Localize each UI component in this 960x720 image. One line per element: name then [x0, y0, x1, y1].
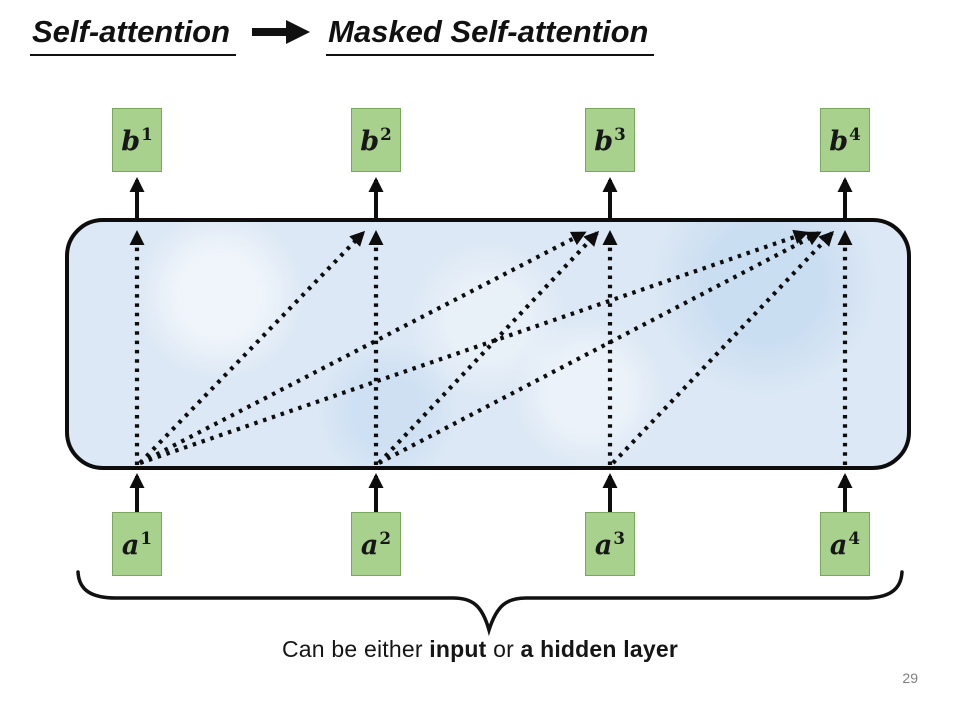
title-self-attention: Self-attention — [30, 14, 237, 56]
node-label-base: b — [360, 125, 380, 157]
node-label-sup: 2 — [379, 527, 392, 548]
output-node-b3: b3 — [585, 108, 635, 172]
node-label-sup: 4 — [848, 527, 861, 548]
page-number: 29 — [902, 670, 918, 686]
node-label: b1 — [121, 123, 153, 157]
node-label-base: a — [121, 529, 140, 561]
node-label-base: a — [829, 529, 848, 561]
node-label-sup: 2 — [380, 123, 392, 144]
node-label-sup: 1 — [141, 123, 153, 144]
node-label: b4 — [829, 123, 861, 157]
node-label-base: b — [594, 125, 614, 157]
caption-text: or — [486, 636, 521, 662]
node-label: a3 — [594, 527, 626, 561]
node-label: b3 — [594, 123, 626, 157]
node-label: a2 — [360, 527, 392, 561]
node-label-sup: 3 — [614, 123, 626, 144]
caption-text-bold: input — [429, 636, 487, 662]
node-label-base: a — [360, 529, 379, 561]
output-node-b2: b2 — [351, 108, 401, 172]
node-label-sup: 3 — [613, 527, 626, 548]
node-label-sup: 4 — [849, 123, 861, 144]
node-label: a1 — [121, 527, 153, 561]
node-label: a4 — [829, 527, 861, 561]
slide-title: Self-attention Masked Self-attention — [30, 14, 655, 56]
input-node-a1: a1 — [112, 512, 162, 576]
input-node-a4: a4 — [820, 512, 870, 576]
input-node-a3: a3 — [585, 512, 635, 576]
node-label-base: b — [829, 125, 849, 157]
node-label-base: a — [594, 529, 613, 561]
node-label: b2 — [360, 123, 392, 157]
brace — [76, 570, 904, 637]
node-label-base: b — [121, 125, 141, 157]
input-node-a2: a2 — [351, 512, 401, 576]
node-label-sup: 1 — [140, 527, 153, 548]
title-masked-self-attention: Masked Self-attention — [326, 14, 655, 56]
output-node-b1: b1 — [112, 108, 162, 172]
caption: Can be either input or a hidden layer — [0, 636, 960, 663]
caption-text: Can be either — [282, 636, 430, 662]
attention-panel — [65, 218, 911, 470]
right-arrow-icon — [252, 19, 311, 44]
output-node-b4: b4 — [820, 108, 870, 172]
caption-text-bold: a hidden layer — [520, 636, 678, 662]
